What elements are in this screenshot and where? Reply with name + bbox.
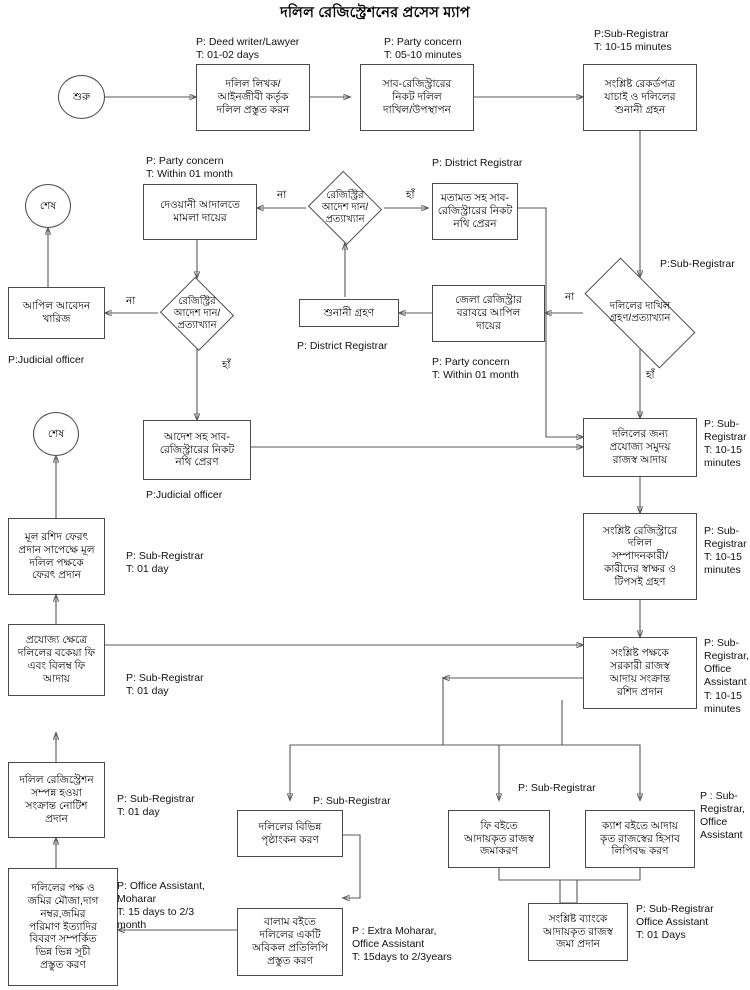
annotation-signature-collect: P: Sub- Registrar T: 10-15 minutes xyxy=(704,525,747,577)
node-opinion-send-file[interactable]: মতামত সহ সাব- রেজিস্ট্রারের নিকট নথি প্র… xyxy=(432,183,518,240)
node-civil-court-case[interactable]: দেওয়ানী আদালতে মামলা দায়ের xyxy=(143,184,257,240)
edge-label-yes-1: হাঁ xyxy=(406,189,415,201)
node-appeal-dismissed[interactable]: আপিল আবেদন খারিজ xyxy=(8,287,105,339)
annotation-deed-prepare: P: Deed writer/Lawyer T: 01-02 days xyxy=(196,36,300,62)
annotation-verify-hearing: P:Sub-Registrar T: 10-15 minutes xyxy=(594,28,672,54)
annotation-bank-deposit: P: Sub-Registrar Office Assistant T: 01 … xyxy=(636,903,714,942)
node-start[interactable]: শুরু xyxy=(58,75,105,119)
node-bank-deposit[interactable]: সংশ্লিষ্ট ব্যাংকে আদায়কৃত রাজস্ব জমা প্… xyxy=(528,903,628,961)
node-registry-order-1[interactable]: রেজিস্ট্রির আদেশ দান/ প্রত্যাখ্যান xyxy=(306,170,384,245)
node-order-send-file[interactable]: আদেশ সহ সাব- রেজিস্ট্রারের নিকট নথি প্রে… xyxy=(143,420,251,480)
node-verify-hearing[interactable]: সংশ্লিষ্ট রেকর্ডপত্র যাচাই ও দলিলের শুনা… xyxy=(583,64,697,131)
annotation-accept-reject-document: P:Sub-Registrar xyxy=(660,258,735,270)
edge-label-no-2: না xyxy=(126,295,136,307)
annotation-submit-subregistrar: P: Party concern T: 05-10 minutes xyxy=(384,36,462,62)
node-registry-order-2[interactable]: রেজিস্ট্রির আদেশ দান/ প্রত্যাখ্যান xyxy=(158,276,236,351)
node-fee-book-deposit[interactable]: ফি বইতে আদায়কৃত রাজস্ব জমাকরণ xyxy=(448,810,550,868)
node-revenue-collect[interactable]: দলিলের জন্য প্রযোজ্য সমুদয় রাজস্ব আদায় xyxy=(583,418,697,477)
annotation-due-fee: P: Sub-Registrar T: 01 day xyxy=(126,672,204,698)
annotation-index-prepare: P: Office Assistant, Moharar T: 15 days … xyxy=(117,880,205,932)
annotation-receipt-provide: P: Sub- Registrar, Office Assistant T: 1… xyxy=(704,637,749,715)
edge-label-yes-2: হাঁ xyxy=(222,359,231,371)
annotation-endorsement: P: Sub-Registrar xyxy=(313,795,391,807)
annotation-registration-notice: P: Sub-Registrar T: 01 day xyxy=(117,793,195,819)
annotation-return-original: P: Sub-Registrar T: 01 day xyxy=(126,550,204,576)
node-index-prepare[interactable]: দলিলের পক্ষ ও জমির মৌজা,দাগ নম্বর,জমির প… xyxy=(8,868,118,986)
annotation-fee-book: P: Sub-Registrar xyxy=(518,782,596,794)
node-due-and-late-fee[interactable]: প্রযোজ্য ক্ষেত্রে দলিলের বকেয়া ফি এবং ব… xyxy=(8,624,105,696)
node-deed-prepare[interactable]: দলিল লিখক/ আইনজীবী কর্তৃক দলিল প্রস্তুত … xyxy=(196,64,310,131)
node-signature-collect[interactable]: সংশ্লিষ্ট রেজিস্ট্রারে দলিল সম্পাদনকারী/… xyxy=(583,513,697,600)
page-title: দলিল রেজিস্ট্রেশনের প্রসেস ম্যাপ xyxy=(280,5,470,21)
annotation-appeal-dismissed: P:Judicial officer xyxy=(8,354,85,366)
annotation-order-send-file: P:Judicial officer xyxy=(146,489,223,501)
node-end-1[interactable]: শেষ xyxy=(25,184,71,228)
node-endorsement[interactable]: দলিলের বিভিন্ন পৃষ্ঠাংকন করণ xyxy=(237,810,343,857)
node-balam-copy[interactable]: বালাম বইতে দলিলের একটি অবিকল প্রতিলিপি প… xyxy=(237,908,343,976)
node-registration-notice[interactable]: দলিল রেজিস্ট্রেশন সম্পন্ন হওয়া সংক্রান্… xyxy=(8,762,105,838)
annotation-balam-copy: P : Extra Moharar, Office Assistant T: 1… xyxy=(352,925,452,964)
annotation-civil-court: P: Party concern T: Within 01 month xyxy=(146,155,233,181)
node-appeal-district-registrar[interactable]: জেলা রেজিস্ট্রার বরাবরে আপিল দায়ের xyxy=(432,285,545,342)
node-receipt-provide[interactable]: সংশ্লিষ্ট পক্ষকে সরকারী রাজস্ব আদায় সংক… xyxy=(583,637,697,709)
edge-label-no-3: না xyxy=(565,291,575,303)
annotation-cash-book: P : Sub- Registrar, Office Assistant xyxy=(700,790,745,842)
edge-label-yes-3: হাঁ xyxy=(646,369,655,381)
edge-label-no-1: না xyxy=(277,189,287,201)
node-end-2[interactable]: শেষ xyxy=(33,412,79,456)
annotation-hearing: P: District Registrar xyxy=(297,340,388,352)
annotation-revenue-collect: P: Sub- Registrar T: 10-15 minutes xyxy=(704,418,747,470)
annotation-appeal-district-registrar: P: Party concern T: Within 01 month xyxy=(432,356,519,382)
node-submit-subregistrar[interactable]: সাব-রেজিস্ট্রারের নিকট দলিল দাখিল/উপস্থা… xyxy=(360,64,474,131)
annotation-opinion-send-file: P: District Registrar xyxy=(432,157,523,169)
node-cash-book-record[interactable]: ক্যাশ বইতে আদায় কৃত রাজস্বের হিসাব লিপি… xyxy=(585,810,695,868)
node-hearing[interactable]: শুনানী গ্রহণ xyxy=(299,299,399,327)
node-accept-reject-document[interactable]: দলিলের দাখিল গ্রহণ/প্রত্যাখ্যান xyxy=(565,257,715,369)
node-return-original-deed[interactable]: মূল রশিদ ফেরৎ প্রদান সাপেক্ষে মূল দলিল প… xyxy=(8,518,105,595)
